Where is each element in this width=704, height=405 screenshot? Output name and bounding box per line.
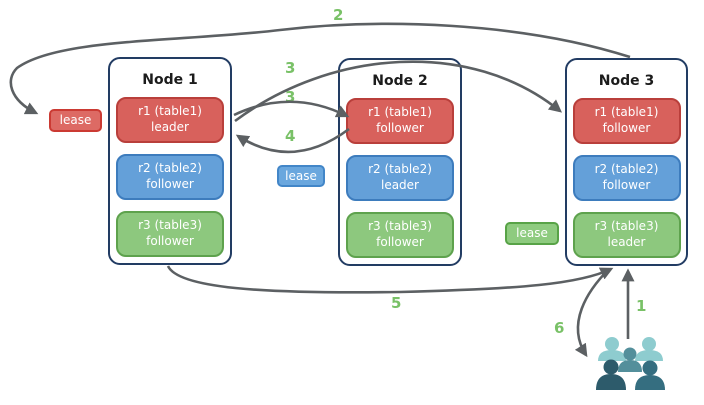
node-3-replica-r1: r1 (table1) follower	[572, 98, 681, 144]
node-1-replica-r2: r2 (table2) follower	[116, 154, 224, 200]
replica-role-label: leader	[150, 120, 189, 134]
replica-role-label: leader	[607, 235, 646, 249]
node-3-replica-r2: r2 (table2) follower	[572, 155, 681, 201]
replica-range-label: r3 (table3)	[138, 218, 202, 233]
arrow-step-5-leader-to-gateway	[166, 265, 614, 294]
replica-range-label: r1 (table1)	[138, 104, 202, 119]
node-2-replica-r1: r1 (table1) follower	[346, 98, 454, 144]
node-2: Node 2 r1 (table1) follower r2 (table2) …	[338, 58, 462, 266]
step-label-5: 5	[391, 294, 402, 312]
user-icon	[635, 337, 663, 361]
node-1-replica-r3: r3 (table3) follower	[116, 211, 224, 257]
replica-range-label: r2 (table2)	[138, 161, 202, 176]
lease-badge-table2: lease	[277, 165, 325, 187]
replica-range-label: r3 (table3)	[368, 219, 432, 234]
step-label-2: 2	[333, 6, 344, 24]
step-label-3b: 3	[285, 88, 296, 106]
user-icon	[618, 347, 642, 372]
step-label-6: 6	[554, 319, 565, 337]
node-1-replica-r1: r1 (table1) leader	[116, 97, 224, 143]
user-icon	[598, 337, 626, 361]
replica-role-label: follower	[602, 121, 651, 135]
node-2-replica-r3: r3 (table3) follower	[346, 212, 454, 258]
lease-badge-table3: lease	[505, 222, 559, 245]
node-3-title: Node 3	[598, 73, 655, 89]
node-1-title: Node 1	[142, 72, 198, 88]
user-icon	[596, 359, 626, 390]
replica-role-label: follower	[376, 121, 424, 135]
step-label-3a: 3	[285, 59, 296, 77]
replica-range-label: r2 (table2)	[594, 162, 659, 177]
replica-role-label: follower	[602, 178, 651, 192]
step-label-4: 4	[285, 127, 296, 145]
user-icon	[635, 360, 665, 390]
arrow-step-2-gateway-to-leaseholder	[9, 22, 631, 115]
arrow-step-6-gateway-to-user	[574, 268, 610, 358]
replica-range-label: r1 (table1)	[368, 105, 432, 120]
node-3: Node 3 r1 (table1) follower r2 (table2) …	[565, 58, 688, 266]
replica-range-label: r1 (table1)	[594, 105, 659, 120]
node-2-replica-r2: r2 (table2) leader	[346, 155, 454, 201]
replica-role-label: follower	[146, 177, 194, 191]
replica-range-label: r2 (table2)	[368, 162, 432, 177]
users-group-icon	[596, 337, 665, 390]
replica-role-label: leader	[380, 178, 419, 192]
replica-range-label: r3 (table3)	[594, 219, 659, 234]
lease-badge-table1: lease	[49, 109, 102, 132]
node-3-replica-r3: r3 (table3) leader	[572, 212, 681, 258]
step-label-1: 1	[636, 297, 647, 315]
replica-role-label: follower	[146, 234, 194, 248]
node-1: Node 1 r1 (table1) leader r2 (table2) fo…	[108, 57, 232, 265]
replica-role-label: follower	[376, 235, 424, 249]
node-2-title: Node 2	[372, 73, 428, 89]
